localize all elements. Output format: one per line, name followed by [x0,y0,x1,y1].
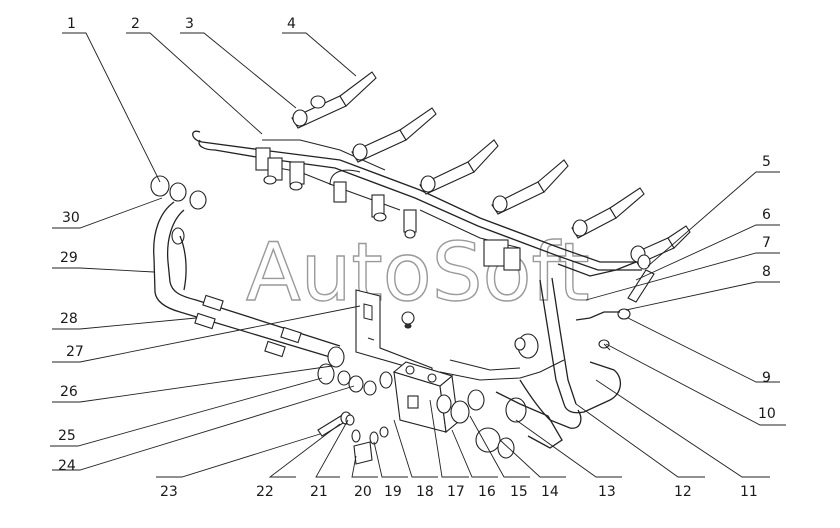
callout-27: 27 [66,344,84,360]
callout-2: 2 [131,16,140,32]
callout-25: 25 [58,428,76,444]
callout-8: 8 [762,264,771,280]
callout-17: 17 [447,484,465,500]
banjo-fittings [255,147,521,271]
callout-26: 26 [60,384,78,400]
injector-row [291,71,691,265]
callout-23: 23 [160,484,178,500]
callout-1: 1 [67,16,76,32]
callout-10: 10 [758,406,776,422]
callout-13: 13 [598,484,616,500]
callout-18: 18 [416,484,434,500]
callout-5: 5 [762,154,771,170]
callout-19: 19 [384,484,402,500]
callout-20: 20 [354,484,372,500]
callout-labels: 1 2 3 4 5 6 7 8 9 10 11 12 13 14 15 16 1… [58,16,776,500]
watermark: AutoSoft [246,226,590,319]
callout-24: 24 [58,458,76,474]
callout-22: 22 [256,484,274,500]
callout-28: 28 [60,311,78,327]
callout-4: 4 [287,16,296,32]
callout-3: 3 [185,16,194,32]
left-fittings [150,175,207,245]
callout-16: 16 [478,484,496,500]
callout-30: 30 [62,210,80,226]
callout-9: 9 [762,370,771,386]
leader-lines [50,32,786,478]
callout-6: 6 [762,207,771,223]
callout-21: 21 [310,484,328,500]
callout-11: 11 [740,484,758,500]
callout-7: 7 [762,235,771,251]
callout-12: 12 [674,484,692,500]
callout-15: 15 [510,484,528,500]
callout-29: 29 [60,250,78,266]
callout-14: 14 [541,484,559,500]
